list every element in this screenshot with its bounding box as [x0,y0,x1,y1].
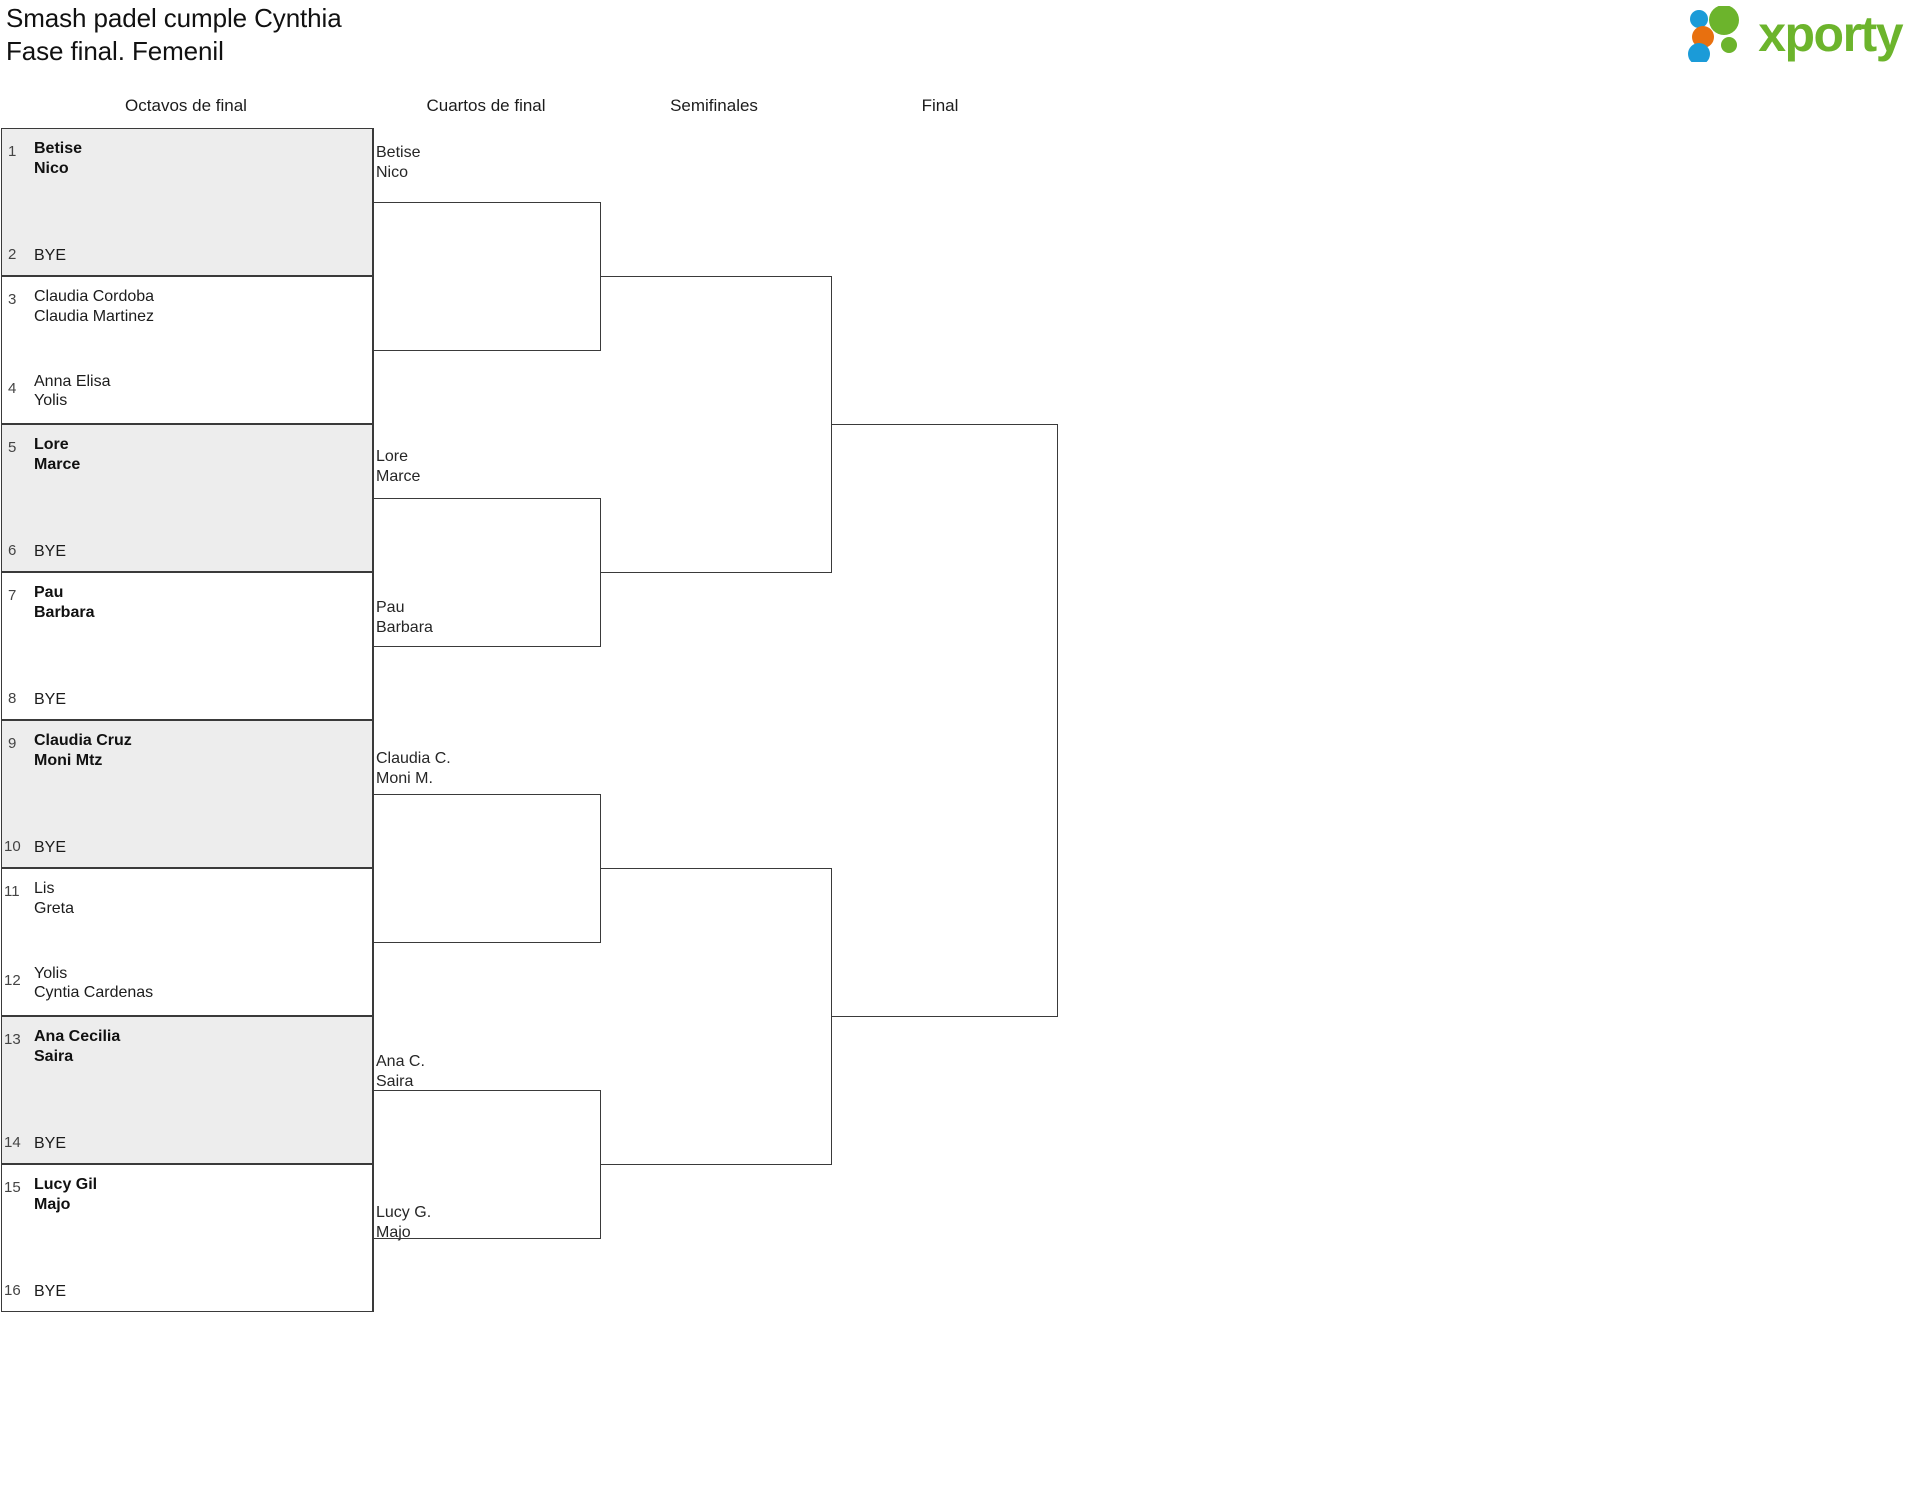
team-entry: Anna Elisa Yolis [34,372,111,410]
r1-match-8[interactable]: 15 Lucy Gil Majo 16 BYE [1,1164,373,1312]
tournament-phase: Fase final. Femenil [6,36,224,67]
seed-number: 5 [8,439,17,456]
xporty-dots-icon [1688,6,1740,62]
seed-number: 1 [8,143,17,160]
connector-line [373,1090,601,1091]
connector-line [1057,424,1058,1017]
connector-line [373,202,601,203]
seed-number: 4 [8,380,17,397]
team-entry: Lis Greta [34,880,75,917]
r1-match-7[interactable]: 13 Ana Cecilia Saira 14 BYE [1,1016,373,1164]
tournament-name: Smash padel cumple Cynthia [6,3,342,33]
team-entry: Claudia Cordoba Claudia Martinez [34,288,155,325]
qf-entry-7[interactable]: Ana C. Saira [376,1053,425,1090]
r1-match-3[interactable]: 5 Lore Marce 6 BYE [1,424,373,572]
qf-entry-3[interactable]: Lore Marce [376,448,421,485]
r1-match-1[interactable]: 1 Betise Nico 2 BYE [1,128,373,276]
connector-line [600,572,832,573]
round-header-semifinales: Semifinales [670,96,758,115]
team-entry: BYE [34,1135,67,1153]
seed-number: 7 [8,587,17,604]
seed-number: 10 [4,838,21,855]
r1-match-2[interactable]: 3 Claudia Cordoba Claudia Martinez 4 Ann… [1,276,373,424]
connector-line [600,1164,832,1165]
connector-line [831,1016,1058,1017]
team-entry: BYE [34,543,67,561]
qf-entry-8[interactable]: Lucy G. Majo [376,1204,432,1241]
xporty-logo[interactable]: xporty [1686,6,1903,62]
team-entry: Claudia Cruz Moni Mtz [34,732,132,769]
team-entry: BYE [34,1283,67,1301]
connector-line [373,646,601,647]
connector-line [831,424,1058,425]
r1-match-5[interactable]: 9 Claudia Cruz Moni Mtz 10 BYE [1,720,373,868]
seed-number: 6 [8,542,17,559]
team-entry: BYE [34,247,67,265]
seed-number: 14 [4,1134,21,1151]
connector-line [600,276,832,277]
r1-match-4[interactable]: 7 Pau Barbara 8 BYE [1,572,373,720]
seed-number: 13 [4,1031,21,1048]
team-entry: BYE [34,839,67,857]
round-header-cuartos: Cuartos de final [426,96,546,115]
connector-line [373,350,601,351]
seed-number: 8 [8,690,17,707]
connector-line [373,794,601,795]
seed-number: 16 [4,1282,21,1299]
seed-number: 11 [4,883,20,900]
qf-entry-5[interactable]: Claudia C. Moni M. [376,750,451,787]
connector-line [373,498,601,499]
qf-entry-1[interactable]: Betise Nico [376,144,421,181]
team-entry: Ana Cecilia Saira [34,1028,121,1065]
connector-line [373,942,601,943]
round-header-final: Final [921,96,959,115]
xporty-wordmark: xporty [1758,6,1903,62]
team-entry: Yolis Cyntia Cardenas [34,964,154,1002]
seed-number: 15 [4,1179,21,1196]
team-entry: Lucy Gil Majo [34,1176,98,1213]
connector-line [373,1238,601,1239]
qf-entry-4[interactable]: Pau Barbara [376,599,433,636]
r1-match-6[interactable]: 11 Lis Greta 12 Yolis Cyntia Cardenas [1,868,373,1016]
team-entry: Lore Marce [34,436,81,473]
seed-number: 9 [8,735,17,752]
seed-number: 12 [4,972,21,989]
team-entry: Betise Nico [34,140,83,177]
round-header-octavos: Octavos de final [125,96,247,115]
team-entry: BYE [34,691,67,709]
connector-line [600,868,832,869]
seed-number: 3 [8,291,17,308]
page-title: Smash padel cumple Cynthia Fase final. F… [6,2,342,69]
seed-number: 2 [8,246,17,263]
team-entry: Pau Barbara [34,584,95,621]
